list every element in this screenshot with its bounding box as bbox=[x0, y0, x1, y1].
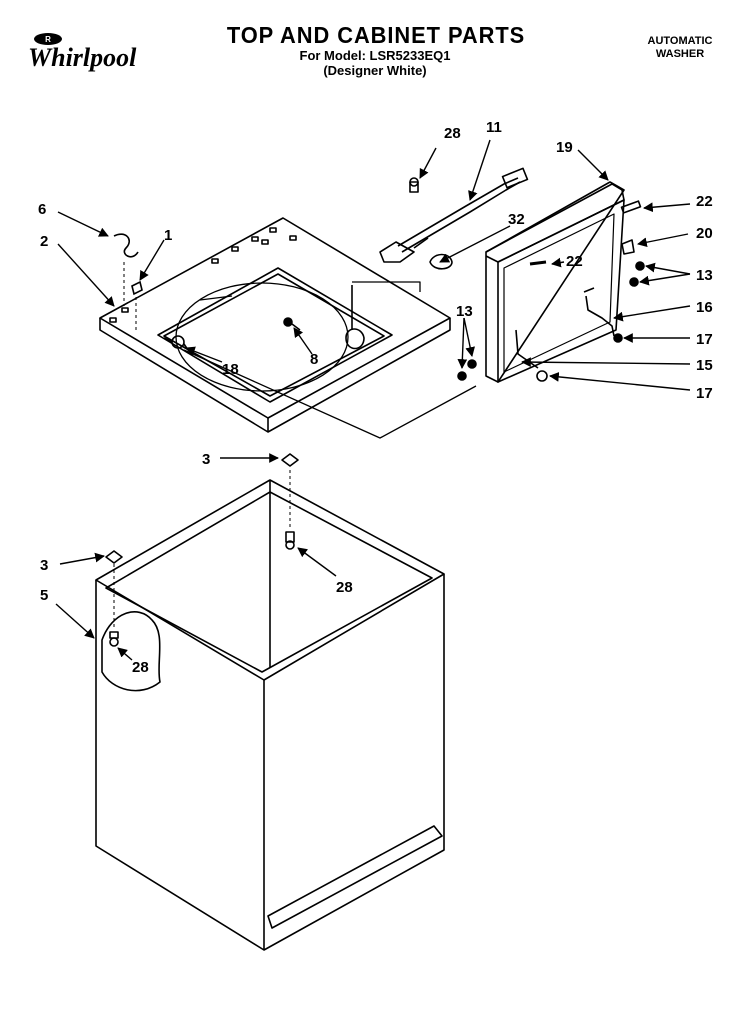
leader-13-right-b bbox=[639, 273, 691, 286]
model-variant: (Designer White) bbox=[323, 63, 427, 78]
leader-19 bbox=[577, 149, 609, 181]
lid-screws-13-right bbox=[629, 261, 645, 287]
model-info: For Model: LSR5233EQ1 (Designer White) bbox=[260, 48, 490, 78]
washer-lid bbox=[485, 181, 625, 383]
lid-rod-15 bbox=[515, 329, 539, 369]
callout-5: 5 bbox=[40, 587, 48, 604]
leader-13-right-a bbox=[645, 262, 691, 275]
leader-13-left-a bbox=[463, 317, 475, 357]
leader-3-left bbox=[59, 552, 105, 565]
leader-18 bbox=[185, 346, 223, 363]
leader-15 bbox=[521, 357, 691, 368]
screw-28-top bbox=[409, 177, 419, 193]
callout-3-top: 3 bbox=[202, 451, 210, 468]
lid-hinge-20 bbox=[621, 239, 635, 255]
callout-2: 2 bbox=[40, 233, 48, 250]
callout-28-mid: 28 bbox=[336, 579, 353, 596]
callout-17-bottom: 17 bbox=[696, 385, 713, 402]
callout-3-left: 3 bbox=[40, 557, 48, 574]
washer-cabinet bbox=[95, 479, 445, 951]
lid-bumper-17-bottom bbox=[536, 370, 548, 382]
leader-5 bbox=[55, 603, 95, 639]
callout-17-top: 17 bbox=[696, 331, 713, 348]
leader-22-right bbox=[643, 202, 691, 213]
leader-22-inner bbox=[551, 257, 565, 268]
lid-bumper-22-top bbox=[620, 200, 642, 214]
callout-19: 19 bbox=[556, 139, 573, 156]
brand-badge: R bbox=[45, 35, 51, 44]
leader-28-top bbox=[419, 147, 437, 179]
callout-22-right: 22 bbox=[696, 193, 713, 210]
callout-28-top: 28 bbox=[444, 125, 461, 142]
assembly-line-switch bbox=[352, 281, 421, 292]
leader-17-bottom bbox=[549, 372, 691, 391]
callout-20: 20 bbox=[696, 225, 713, 242]
washer-top-panel bbox=[99, 217, 451, 433]
leader-8 bbox=[293, 327, 313, 355]
appliance-type-line2: WASHER bbox=[655, 48, 705, 60]
callout-32: 32 bbox=[508, 211, 525, 228]
callout-13-left: 13 bbox=[456, 303, 473, 320]
leader-28-low bbox=[117, 647, 133, 661]
brand-name: Whirlpool bbox=[28, 43, 137, 72]
bolt-1 bbox=[131, 280, 143, 296]
corner-bracket-3-top bbox=[281, 453, 299, 467]
leader-32 bbox=[439, 225, 511, 263]
appliance-type-line1: AUTOMATIC bbox=[647, 35, 713, 47]
leader-16 bbox=[613, 305, 691, 322]
callout-28-low: 28 bbox=[132, 659, 149, 676]
leader-6 bbox=[57, 211, 109, 237]
assembly-line-lid bbox=[183, 349, 477, 439]
callout-16: 16 bbox=[696, 299, 713, 316]
lid-screws-13-left bbox=[457, 359, 477, 381]
model-number: For Model: LSR5233EQ1 bbox=[299, 48, 451, 63]
corner-bracket-3-left bbox=[105, 550, 123, 564]
lid-bumper-22-inner bbox=[529, 260, 547, 266]
callout-1: 1 bbox=[164, 227, 172, 244]
lid-switch-actuator-32 bbox=[429, 253, 453, 270]
page-title: TOP AND CABINET PARTS bbox=[226, 22, 526, 48]
appliance-type: AUTOMATIC WASHER bbox=[628, 35, 732, 61]
callout-18: 18 bbox=[222, 361, 239, 378]
leader-20 bbox=[637, 233, 689, 248]
leader-11 bbox=[468, 139, 491, 201]
callout-22-inner: 22 bbox=[566, 253, 583, 270]
leader-1 bbox=[139, 239, 165, 281]
leader-28-mid bbox=[297, 547, 337, 577]
lid-rod-16 bbox=[583, 287, 615, 337]
callout-15: 15 bbox=[696, 357, 713, 374]
callout-8: 8 bbox=[310, 351, 318, 368]
callout-11: 11 bbox=[486, 119, 502, 136]
whirlpool-logo: R Whirlpool bbox=[26, 30, 156, 77]
leader-2 bbox=[57, 243, 115, 307]
callout-6: 6 bbox=[38, 201, 46, 218]
lid-bumper-17-top bbox=[613, 333, 623, 343]
clip-6 bbox=[113, 233, 139, 258]
lid-switch-harness-11 bbox=[379, 167, 529, 263]
screw-28-mid bbox=[285, 531, 295, 550]
screw-8 bbox=[283, 317, 301, 331]
leader-13-left-b bbox=[457, 317, 468, 369]
callout-13-right: 13 bbox=[696, 267, 713, 284]
